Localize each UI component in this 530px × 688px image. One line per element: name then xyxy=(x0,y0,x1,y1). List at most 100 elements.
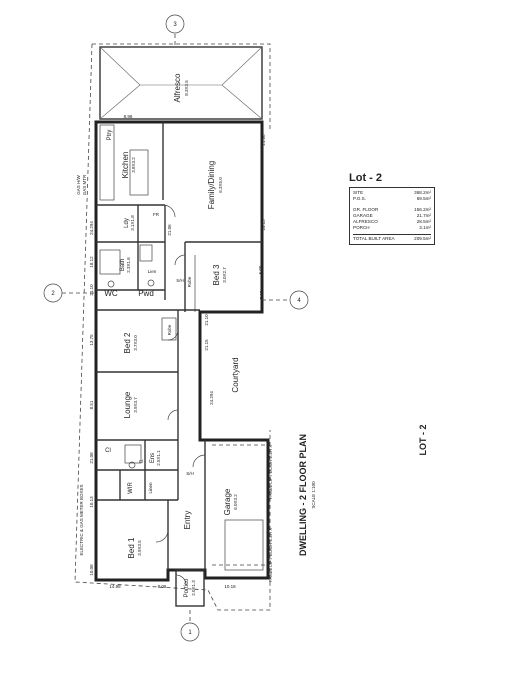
grid-bubble-1 xyxy=(180,622,200,642)
room-family: Family/Dining xyxy=(207,161,216,209)
room-bed-3-dim: 3.0X2.7 xyxy=(222,267,227,283)
dim-13: 8.08 xyxy=(158,584,167,589)
grid-bubble-2 xyxy=(43,283,63,303)
drawing-title: DWELLING - 2 FLOOR PLAN SCALE 1:100 LOT … xyxy=(298,425,428,557)
grid-bubble-3 xyxy=(165,14,185,34)
schedule-row: P.O.S. 69.5m² xyxy=(353,196,431,202)
schedule-value: 156.2m² xyxy=(414,206,431,212)
schedule-label: GR. FLOOR xyxy=(353,206,379,212)
dim-6: 13.75 xyxy=(89,334,94,346)
dim-18: 10.13 xyxy=(89,496,94,508)
schedule-total-value: 209.5m² xyxy=(414,235,431,241)
house-outline xyxy=(94,120,270,582)
room-wir: WIR xyxy=(128,482,134,494)
room-bed-2: Bed 2 xyxy=(123,332,132,353)
schedule-row: PORCH 3.1m² xyxy=(353,225,431,231)
sh-label-2: S/H xyxy=(186,471,194,476)
room-ens: Ens xyxy=(150,453,156,463)
room-laundry: Ldy xyxy=(124,218,130,228)
schedule-label: P.O.S. xyxy=(353,196,366,202)
schedule-label: ALFRESCO xyxy=(353,219,378,225)
dim-4: 5.00 xyxy=(258,265,263,274)
door-swings xyxy=(155,204,206,586)
grid-ref-3: 3 xyxy=(173,22,177,28)
room-ens-dim: 2.5X1.1 xyxy=(156,450,161,466)
schedule-row: GARAGE 21.7m² xyxy=(353,213,431,219)
schedule-row: ALFRESCO 28.5m² xyxy=(353,219,431,225)
note-fridge: FR xyxy=(153,212,160,217)
interior-walls xyxy=(96,122,265,607)
schedule-value: 21.7m² xyxy=(416,212,431,218)
grid-ref-2: 2 xyxy=(51,291,55,297)
dim-16: 21.10 xyxy=(204,314,209,326)
room-alfresco: Alfresco xyxy=(173,73,182,102)
schedule-title: Lot - 2 xyxy=(349,172,382,184)
room-family-dim: 6.3X5.0 xyxy=(218,177,223,193)
dim-19: 5.15 xyxy=(259,290,264,299)
note-cl: Cl xyxy=(105,448,111,454)
dim-7: 18.12 xyxy=(89,256,94,268)
dim-10: 21.08 xyxy=(89,452,94,464)
area-schedule: Lot - 2 SITE 368.2m² P.O.S. 69.5m² GR. F… xyxy=(349,172,435,246)
room-robe-2: Robe xyxy=(167,324,172,335)
schedule-label: SITE xyxy=(353,190,364,195)
dim-8: 21.10 xyxy=(89,284,94,296)
room-lounge: Lounge xyxy=(123,391,132,418)
schedule-value: 368.2m² xyxy=(414,190,431,195)
room-portico-dim: 2.0X1.3 xyxy=(191,580,196,596)
dim-9: 8.51 xyxy=(89,400,94,409)
grid-ref-4: 4 xyxy=(297,298,301,304)
dimension-labels: 8.98 21.08 10.13 5.00 24.294 13.75 18.12… xyxy=(89,114,266,589)
dim-12: 14.98 xyxy=(109,584,121,589)
note-gas-meter: GAS MTR xyxy=(82,174,87,195)
dim-11: 10.08 xyxy=(89,564,94,576)
dim-1: 8.98 xyxy=(124,114,133,119)
room-bath-dim: 2.3X1.6 xyxy=(126,257,131,273)
plan-title: DWELLING - 2 FLOOR PLAN xyxy=(298,434,308,556)
alfresco-roof xyxy=(99,46,263,120)
dim-2: 21.08 xyxy=(261,134,266,146)
dim-15: 21.15 xyxy=(204,339,209,351)
lot-label: LOT - 2 xyxy=(418,425,428,456)
room-kitchen-dim: 3.8X3.2 xyxy=(131,157,136,173)
room-bed-1: Bed 1 xyxy=(127,537,136,558)
schedule-row: SITE 368.2m² xyxy=(353,190,431,196)
dim-20: 21.06 xyxy=(167,224,172,236)
schedule-table: SITE 368.2m² P.O.S. 69.5m² GR. FLOOR 156… xyxy=(349,187,435,246)
plan-scale: SCALE 1:100 xyxy=(311,481,316,509)
room-garage: Garage xyxy=(223,488,232,515)
room-labels: Alfresco 8.3X3.5 Kitchen 3.8X3.2 Ptry Fa… xyxy=(104,73,240,597)
room-courtyard: Courtyard xyxy=(231,357,240,392)
dim-17: 24.294 xyxy=(209,391,214,405)
room-linen-1: Lien xyxy=(148,269,157,274)
room-bed-3: Bed 3 xyxy=(212,264,221,285)
room-pantry: Ptry xyxy=(107,130,113,141)
room-lounge-dim: 3.9X3.7 xyxy=(133,397,138,413)
schedule-value: 28.5m² xyxy=(416,219,431,225)
room-entry: Entry xyxy=(183,511,192,530)
grid-references: 3 2 4 1 xyxy=(43,14,309,642)
plan-notes: GAS H/W GAS MTR ELECTRIC & GAS METER BOX… xyxy=(76,174,273,582)
room-robe-1: Robe xyxy=(187,276,192,287)
room-bed-2-dim: 3.7X3.0 xyxy=(133,335,138,351)
room-garage-dim: 6.0X3.2 xyxy=(233,494,238,510)
room-alfresco-dim: 8.3X3.5 xyxy=(184,80,189,96)
schedule-label: GARAGE xyxy=(353,212,373,218)
room-pwd: Pwd xyxy=(138,289,154,298)
room-linen-2: Linen xyxy=(148,482,153,494)
note-electric: ELECTRIC & GAS METER BOXES xyxy=(79,484,84,555)
grid-bubble-4 xyxy=(289,290,309,310)
note-gas-hw: GAS H/W xyxy=(76,175,81,195)
room-laundry-dim: 3.1X1.8 xyxy=(130,215,135,231)
boundary-line xyxy=(74,43,271,611)
note-garage-door-bottom: PANEL LIFT DOOR 2.4H X xyxy=(268,528,273,582)
room-bed-1-dim: 3.9X3.5 xyxy=(137,540,142,556)
sh-label: S/H xyxy=(176,278,184,283)
dim-14: 10.18 xyxy=(224,584,236,589)
dim-5: 24.294 xyxy=(89,221,94,235)
schedule-row: GR. FLOOR 156.2m² xyxy=(353,207,431,213)
room-bath: Bath xyxy=(120,259,126,271)
schedule-value: 3.1m² xyxy=(419,225,431,231)
note-garage-door-top: PANEL LIFT DOOR 2.4H X xyxy=(268,445,273,499)
